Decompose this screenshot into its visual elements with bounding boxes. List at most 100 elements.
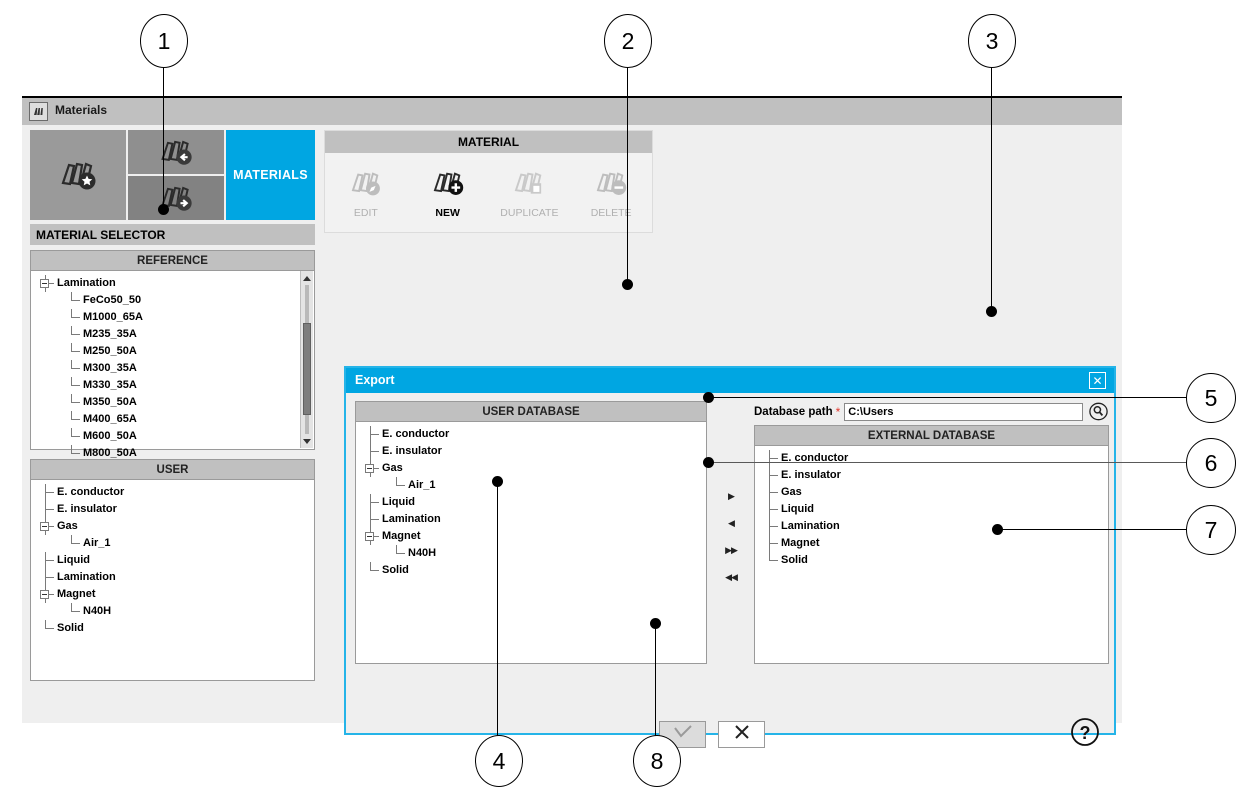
user-tree-item[interactable]: Air_1	[31, 535, 314, 552]
reference-tree-item[interactable]: M400_65A	[31, 411, 314, 428]
user-tree-item[interactable]: Lamination	[31, 569, 314, 586]
callout-4-dot	[492, 476, 503, 487]
move-left-button[interactable]: ◀	[728, 518, 735, 528]
delete-button-label: DELETE	[590, 207, 632, 219]
external-database-tree-item-label: Gas	[781, 486, 802, 498]
tree-tick	[71, 334, 80, 335]
user-tree-item[interactable]: E. conductor	[31, 484, 314, 501]
material-star-icon	[55, 154, 101, 197]
reference-tree-item[interactable]: M800_50A	[31, 445, 314, 462]
user-database-header: USER DATABASE	[356, 402, 706, 422]
user-database-tree-item[interactable]: Lamination	[356, 511, 706, 528]
delete-button[interactable]: DELETE	[570, 153, 652, 231]
external-database-tree-item[interactable]: E. conductor	[755, 450, 1108, 467]
export-dialog-title: Export	[355, 373, 395, 387]
materials-tab[interactable]: MATERIALS	[226, 130, 315, 220]
reference-scrollbar[interactable]	[300, 271, 313, 448]
reference-tree-item[interactable]: M350_50A	[31, 394, 314, 411]
user-tree-item[interactable]: E. insulator	[31, 501, 314, 518]
reference-tree-item[interactable]: M300_35A	[31, 360, 314, 377]
move-right-button[interactable]: ▶	[728, 491, 735, 501]
scroll-down-icon[interactable]	[301, 435, 313, 447]
duplicate-button[interactable]: DUPLICATE	[489, 153, 571, 231]
help-button[interactable]: ?	[1070, 717, 1100, 752]
user-tree-item[interactable]: N40H	[31, 603, 314, 620]
materials-app-icon	[29, 102, 48, 121]
user-database-tree-item-label: N40H	[408, 547, 437, 559]
expander-icon[interactable]	[40, 590, 49, 599]
user-database-tree-item[interactable]: Liquid	[356, 494, 706, 511]
tree-tick	[71, 611, 80, 612]
ok-button[interactable]	[659, 721, 706, 748]
tree-tick	[71, 351, 80, 352]
tree-tick	[45, 594, 54, 595]
external-database-tree-item[interactable]: Magnet	[755, 535, 1108, 552]
cancel-button[interactable]	[718, 721, 765, 748]
external-database-tree-item[interactable]: Liquid	[755, 501, 1108, 518]
import-tile[interactable]	[128, 130, 224, 174]
expander-icon[interactable]	[365, 532, 374, 541]
reference-tree-item[interactable]: M600_50A	[31, 428, 314, 445]
tree-tick	[370, 451, 379, 452]
edit-button[interactable]: EDIT	[325, 153, 407, 231]
tree-tick	[370, 519, 379, 520]
user-tree-item[interactable]: Gas	[31, 518, 314, 535]
callout-7-dot	[992, 524, 1003, 535]
external-database-tree-item[interactable]: Lamination	[755, 518, 1108, 535]
user-tree-item[interactable]: Magnet	[31, 586, 314, 603]
reference-tree-item[interactable]: Lamination	[31, 275, 314, 292]
export-tile[interactable]	[128, 176, 224, 220]
reference-tree-item-label: M250_50A	[83, 345, 137, 357]
reference-tree-item[interactable]: M250_50A	[31, 343, 314, 360]
reference-tree-item[interactable]: M235_35A	[31, 326, 314, 343]
user-tree-item[interactable]: Solid	[31, 620, 314, 637]
move-all-right-button[interactable]: ▶▶	[725, 545, 738, 555]
move-all-left-button[interactable]: ◀◀	[725, 572, 738, 582]
close-icon[interactable]: ✕	[1089, 372, 1106, 389]
window-title: Materials	[55, 103, 108, 117]
user-database-tree-item[interactable]: Magnet	[356, 528, 706, 545]
material-delete-icon	[591, 165, 631, 203]
tree-stem	[71, 445, 72, 454]
expander-icon[interactable]	[40, 522, 49, 531]
magnifier-icon[interactable]	[1088, 401, 1109, 422]
new-button[interactable]: NEW	[407, 153, 489, 231]
svg-text:?: ?	[1080, 723, 1091, 743]
callout-3-marker: 3	[968, 14, 1016, 68]
scroll-up-icon[interactable]	[301, 272, 313, 284]
reference-tree-item[interactable]: FeCo50_50	[31, 292, 314, 309]
reference-tree-item[interactable]: M1000_65A	[31, 309, 314, 326]
external-database-tree-item[interactable]: E. insulator	[755, 467, 1108, 484]
callout-6-leader	[708, 462, 1188, 464]
reference-tree-item[interactable]: M330_35A	[31, 377, 314, 394]
tree-tick	[769, 509, 778, 510]
user-tree-item[interactable]: Liquid	[31, 552, 314, 569]
materials-star-tile[interactable]	[30, 130, 126, 220]
user-tree-item-label: Magnet	[57, 588, 96, 600]
external-database-tree-item[interactable]: Solid	[755, 552, 1108, 569]
tree-tick	[396, 485, 405, 486]
user-database-tree-item[interactable]: E. insulator	[356, 443, 706, 460]
expander-icon[interactable]	[365, 464, 374, 473]
tree-stem	[71, 360, 72, 369]
question-mark-icon: ?	[1070, 717, 1100, 752]
callout-5-leader	[708, 397, 1188, 399]
user-database-tree-item[interactable]: N40H	[356, 545, 706, 562]
external-database-header: EXTERNAL DATABASE	[755, 426, 1108, 446]
scrollbar-thumb[interactable]	[303, 323, 311, 415]
user-database-tree-item[interactable]: E. conductor	[356, 426, 706, 443]
callout-1-marker: 1	[140, 14, 188, 68]
callout-2-dot	[622, 279, 633, 290]
user-database-tree-item[interactable]: Solid	[356, 562, 706, 579]
external-database-tree-item[interactable]: Gas	[755, 484, 1108, 501]
expander-icon[interactable]	[40, 279, 49, 288]
user-database-tree-item[interactable]: Gas	[356, 460, 706, 477]
user-database-tree-item[interactable]: Air_1	[356, 477, 706, 494]
database-path-input[interactable]: C:\Users	[844, 402, 1083, 421]
tree-stem	[71, 428, 72, 437]
